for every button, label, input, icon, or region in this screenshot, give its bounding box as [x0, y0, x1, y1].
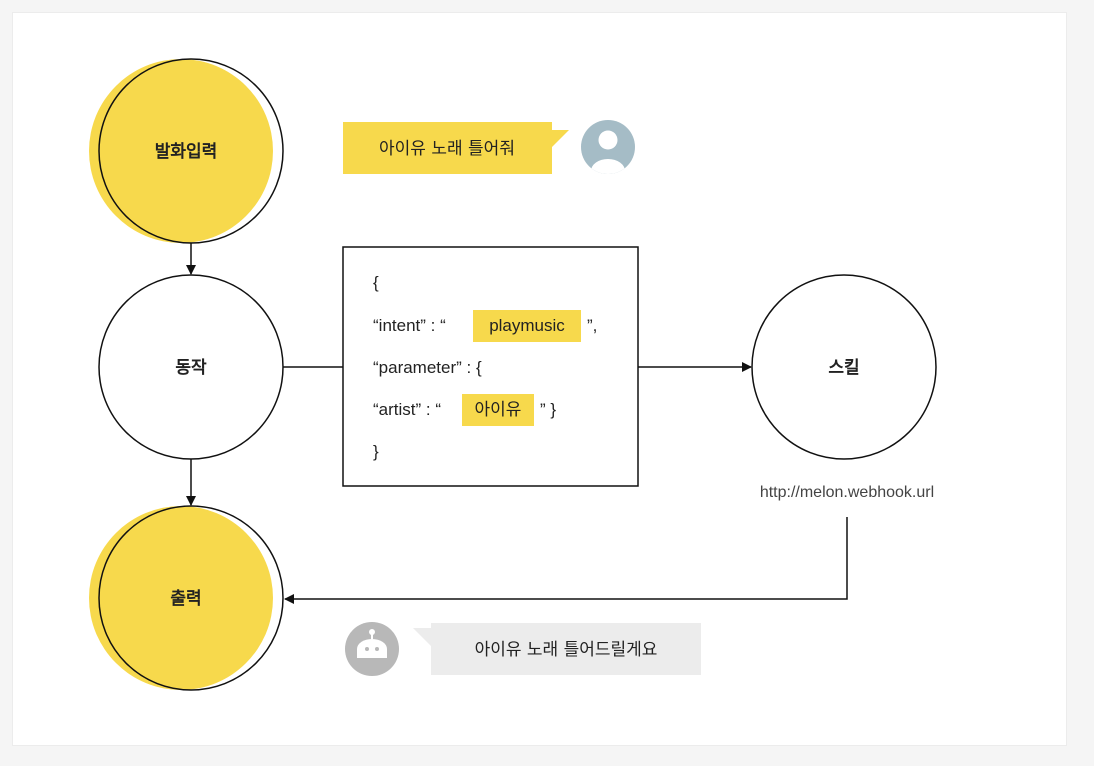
diagram-frame: 발화입력 동작 출력 스킬 { “intent” : “ playmusic ”… — [12, 12, 1067, 746]
skill-node-label: 스킬 — [828, 358, 859, 378]
code-open-brace: { — [373, 273, 379, 292]
output-node-label: 출력 — [170, 589, 201, 609]
skill-node-outline — [751, 274, 937, 460]
json-code-box: { “intent” : “ playmusic ”, “parameter” … — [342, 246, 639, 487]
bot-bubble-tail — [413, 628, 432, 647]
flow-diagram: 발화입력 동작 출력 스킬 { “intent” : “ playmusic ”… — [89, 58, 937, 691]
skill-node: 스킬 — [751, 274, 937, 460]
user-speech-bubble: 아이유 노래 틀어줘 — [343, 122, 569, 174]
output-node-fill — [89, 506, 273, 690]
input-node-fill — [89, 59, 273, 243]
code-artist-value: 아이유 — [475, 400, 522, 419]
action-node: 동작 — [98, 274, 284, 460]
code-close-brace: } — [373, 442, 379, 461]
bot-avatar-icon — [345, 622, 399, 676]
code-box-frame — [342, 246, 639, 487]
artist-value-highlight — [462, 394, 534, 426]
user-bubble-body — [343, 122, 552, 174]
bot-bubble-body — [431, 623, 701, 675]
code-intent-value: playmusic — [489, 316, 565, 335]
input-node-label: 발화입력 — [155, 142, 218, 162]
code-artist-close: ” } — [540, 400, 556, 419]
user-bubble-tail — [550, 130, 569, 149]
code-parameter-line: “parameter” : { — [373, 358, 482, 377]
intent-value-highlight — [473, 310, 581, 342]
arrow-skill-to-output — [284, 517, 848, 604]
skill-url: http://melon.webhook.url — [760, 484, 934, 501]
action-node-label: 동작 — [175, 358, 207, 378]
bot-speech-bubble: 아이유 노래 틀어드릴게요 — [413, 623, 701, 675]
code-artist-key: “artist” : “ — [373, 400, 441, 419]
output-node: 출력 — [89, 505, 284, 691]
user-bubble-text: 아이유 노래 틀어줘 — [379, 139, 515, 159]
bot-bubble-text: 아이유 노래 틀어드릴게요 — [475, 640, 658, 660]
code-intent-close: ”, — [587, 316, 597, 335]
output-node-outline — [98, 505, 284, 691]
input-node: 발화입력 — [89, 58, 284, 244]
user-avatar-icon — [581, 120, 635, 174]
code-intent-key: “intent” : “ — [373, 316, 446, 335]
